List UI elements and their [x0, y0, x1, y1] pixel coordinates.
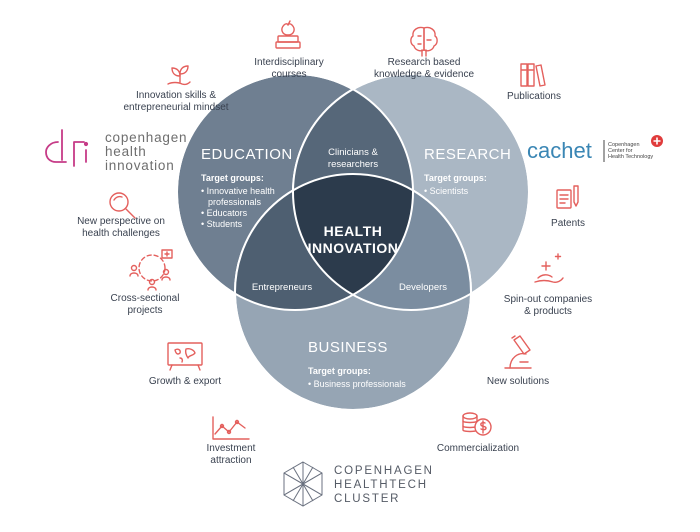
cross-sectional-item: Cross-sectional projects — [111, 249, 180, 316]
apple-books-icon — [275, 20, 301, 49]
new-solutions-item: New solutions — [487, 335, 549, 387]
overlap-label-clinicians-1: Clinicians & — [328, 147, 378, 158]
interdisciplinary-label-1: Interdisciplinary — [254, 57, 323, 68]
cachet-logo-sub-2: Center for — [608, 148, 633, 154]
growth-export-item: Growth & export — [149, 342, 221, 387]
cachet-cross-icon — [651, 135, 663, 147]
cluster-logo-mark — [283, 461, 323, 507]
cphi-logo: copenhagen health innovation — [45, 129, 187, 173]
microscope-icon — [504, 335, 532, 369]
publications-label: Publications — [507, 91, 561, 102]
center-label-1: HEALTH — [324, 223, 383, 239]
new-perspective-item: New perspective on health challenges — [77, 192, 165, 239]
investment-label-2: attraction — [210, 455, 251, 466]
cphi-logo-mark — [45, 129, 89, 167]
cachet-logo: cachet Copenhagen Center for Health Tech… — [527, 135, 663, 163]
patents-item: Patents — [551, 185, 585, 229]
spin-out-label-1: Spin-out companies — [504, 294, 592, 305]
coins-icon — [462, 412, 492, 436]
cachet-logo-sub-3: Health Technology — [608, 154, 653, 160]
center-label-2: INNOVATION — [308, 240, 399, 256]
research-target-label: Target groups: — [424, 173, 487, 183]
investment-item: Investment attraction — [207, 416, 256, 466]
cross-sectional-label-2: projects — [127, 305, 162, 316]
research-target-1: • Scientists — [424, 186, 469, 196]
business-target-1: • Business professionals — [308, 379, 406, 389]
magnifier-icon — [109, 192, 136, 219]
publications-item: Publications — [507, 63, 561, 102]
education-title: EDUCATION — [201, 146, 293, 163]
investment-label-1: Investment — [207, 443, 256, 454]
document-pencil-icon — [556, 185, 579, 209]
books-icon — [520, 63, 546, 87]
cross-sectional-label-1: Cross-sectional — [111, 293, 180, 304]
plant-hand-icon — [167, 65, 191, 86]
spin-out-item: Spin-out companies & products — [504, 253, 592, 317]
research-title: RESEARCH — [424, 146, 511, 163]
people-cycle-icon — [129, 249, 173, 291]
overlap-label-entrepreneurs: Entrepreneurs — [252, 282, 312, 293]
cphi-logo-text-1: copenhagen — [105, 130, 187, 145]
cluster-logo-text-1: COPENHAGEN — [334, 465, 434, 477]
brain-icon — [410, 26, 438, 57]
line-chart-icon — [212, 416, 250, 440]
business-target-label: Target groups: — [308, 366, 371, 376]
new-perspective-label-2: health challenges — [82, 228, 160, 239]
education-target-3: • Educators — [201, 208, 248, 218]
new-solutions-label: New solutions — [487, 376, 549, 387]
commercialization-label: Commercialization — [437, 443, 519, 454]
business-title: BUSINESS — [308, 339, 388, 356]
overlap-label-developers: Developers — [399, 282, 447, 293]
cluster-logo-text-3: CLUSTER — [334, 493, 400, 505]
innovation-skills-item: Innovation skills & entrepreneurial mind… — [123, 65, 229, 113]
education-target-1: • Innovative health — [201, 186, 275, 196]
world-map-icon — [167, 342, 203, 371]
overlap-label-clinicians-2: researchers — [328, 159, 378, 170]
commercialization-item: Commercialization — [437, 412, 519, 454]
innovation-skills-label-2: entrepreneurial mindset — [123, 102, 228, 113]
cphi-logo-text-2: health — [105, 144, 147, 159]
cachet-logo-word: cachet — [527, 138, 592, 163]
hand-plus-icon — [534, 253, 564, 283]
research-based-label-2: knowledge & evidence — [374, 69, 475, 80]
spin-out-label-2: & products — [524, 306, 572, 317]
cachet-logo-sub-1: Copenhagen — [608, 142, 640, 148]
growth-export-label: Growth & export — [149, 376, 221, 387]
research-based-item: Research based knowledge & evidence — [374, 26, 475, 80]
new-perspective-label-1: New perspective on — [77, 216, 165, 227]
interdisciplinary-label-2: courses — [271, 69, 306, 80]
education-target-label: Target groups: — [201, 173, 264, 183]
cphi-logo-text-3: innovation — [105, 158, 175, 173]
innovation-skills-label-1: Innovation skills & — [136, 90, 216, 101]
interdisciplinary-item: Interdisciplinary courses — [254, 20, 324, 80]
education-target-4: • Students — [201, 219, 243, 229]
cluster-logo: COPENHAGEN HEALTHTECH CLUSTER — [283, 461, 434, 507]
research-based-label-1: Research based — [388, 57, 461, 68]
education-target-2: professionals — [208, 197, 262, 207]
patents-label: Patents — [551, 218, 585, 229]
cluster-logo-text-2: HEALTHTECH — [334, 479, 428, 491]
